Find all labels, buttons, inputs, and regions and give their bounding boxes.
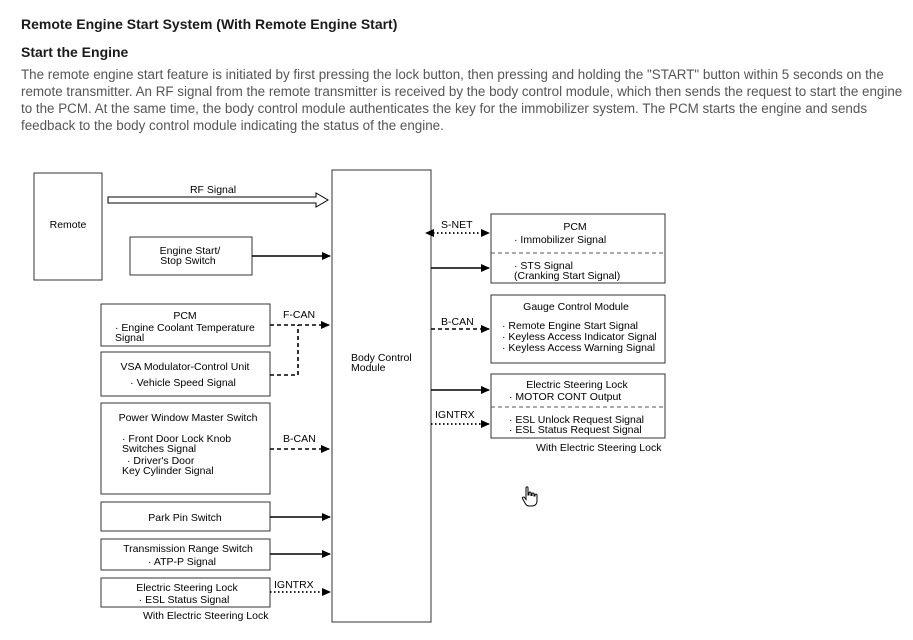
rf-signal-arrow — [107, 192, 329, 208]
esl-right-line1: · MOTOR CONT Output — [509, 391, 621, 403]
esl-left-title: Electric Steering Lock — [136, 582, 238, 594]
pcm-left-line1: · Engine Coolant Temperature — [115, 322, 255, 334]
bcm-label-line1: Body Control — [351, 352, 412, 364]
bcan-right-label: B-CAN — [441, 316, 474, 328]
esl-left-box — [100, 577, 271, 608]
intro-paragraph: The remote engine start feature is initi… — [21, 67, 903, 133]
pwms-line2: Switches Signal — [122, 443, 196, 455]
vsa-title: VSA Modulator-Control Unit — [121, 361, 250, 373]
pcm-right-title: PCM — [563, 221, 586, 233]
gauge-line3: · Keyless Access Warning Signal — [502, 342, 655, 354]
vsa-box — [100, 351, 271, 397]
gauge-title: Gauge Control Module — [523, 301, 629, 313]
pcm-left-title: PCM — [173, 310, 196, 322]
igntrx-left-label: IGNTRX — [274, 579, 314, 591]
pcm-right-box — [490, 213, 666, 284]
park-pin-label: Park Pin Switch — [148, 512, 222, 524]
pcm-right-line2: · STS Signal — [514, 260, 573, 272]
remote-box — [33, 172, 103, 281]
hand-cursor-icon — [521, 486, 538, 507]
bcm-label-line2: Module — [351, 362, 386, 374]
esl-left-line1: · ESL Status Signal — [139, 594, 230, 606]
engine-switch-line2: Stop Switch — [160, 255, 216, 267]
esl-right-line3: · ESL Status Request Signal — [509, 424, 642, 436]
igntrx-right-label: IGNTRX — [435, 409, 475, 421]
fcan-label: F-CAN — [283, 309, 315, 321]
bcan-left-label: B-CAN — [283, 433, 316, 445]
remote-label: Remote — [50, 219, 87, 231]
park-pin-box — [100, 501, 271, 532]
esl-right-box — [490, 373, 666, 439]
bcm-box — [331, 169, 432, 623]
pwms-line4: Key Cylinder Signal — [122, 465, 214, 477]
snet-label: S-NET — [441, 219, 473, 231]
trans-box — [100, 538, 271, 571]
page-title: Remote Engine Start System (With Remote … — [21, 16, 398, 32]
gauge-line2: · Keyless Access Indicator Signal — [502, 331, 657, 343]
trans-title: Transmission Range Switch — [123, 543, 253, 555]
rf-signal-label: RF Signal — [190, 184, 236, 196]
fcan-vsa-line — [270, 325, 299, 376]
pcm-left-line2: Signal — [115, 332, 144, 344]
pcm-right-line1: · Immobilizer Signal — [514, 234, 606, 246]
engine-switch-line1: Engine Start/ — [160, 245, 221, 257]
gauge-line1: · Remote Engine Start Signal — [502, 320, 638, 332]
section-title: Start the Engine — [21, 44, 129, 60]
pwms-box — [100, 402, 271, 495]
pcm-right-line3: (Cranking Start Signal) — [514, 270, 620, 282]
esl-right-line2: · ESL Unlock Request Signal — [509, 414, 644, 426]
pwms-line1: · Front Door Lock Knob — [122, 433, 231, 445]
gauge-box — [490, 294, 666, 364]
engine-switch-box — [129, 236, 253, 276]
esl-left-note: With Electric Steering Lock — [143, 610, 269, 622]
esl-right-title: Electric Steering Lock — [526, 379, 628, 391]
esl-right-note: With Electric Steering Lock — [536, 442, 662, 454]
pcm-left-box — [100, 303, 271, 347]
pwms-title: Power Window Master Switch — [119, 412, 258, 424]
pwms-line3: · Driver's Door — [127, 455, 195, 467]
vsa-line1: · Vehicle Speed Signal — [130, 377, 236, 389]
trans-line1: · ATP-P Signal — [148, 556, 216, 568]
